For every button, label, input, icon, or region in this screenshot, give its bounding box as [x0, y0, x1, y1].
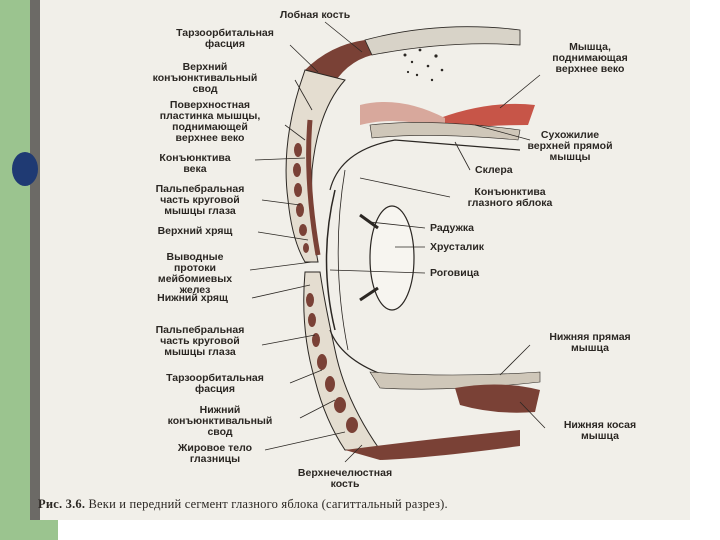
- upper-orbicularis-bundles: [293, 143, 309, 253]
- eyelid-sagittal-section-diagram: [249, 21, 546, 463]
- cornea-shape: [325, 189, 336, 331]
- maxilla-shape: [345, 430, 520, 460]
- label-eyelid-conjunctiva: Конъюнктива века: [159, 152, 231, 175]
- levator-muscle-shape: [440, 103, 535, 130]
- label-upper-margin: Верхний хрящ: [157, 225, 233, 237]
- iris-upper-shape: [359, 213, 379, 230]
- label-maxilla: Верхнечелюстная кость: [297, 467, 393, 490]
- label-levator-lamina: Поверхностная пластинка мышцы, поднимающ…: [159, 99, 261, 144]
- bone-texture: [403, 48, 444, 82]
- label-tarso-orbital-fascia-top: Тарзоорбитальная фасция: [176, 27, 274, 50]
- label-upper-conjunctival-fornix: Верхний конъюнктивальный свод: [152, 61, 258, 95]
- lower-eyelid-shape: [303, 271, 381, 451]
- label-meibomian-ducts: Выводные протоки мейбомиевых желез: [157, 251, 233, 296]
- lens-shape: [369, 205, 415, 311]
- label-palpebral-orbicularis-top: Пальпебральная часть круговой мышцы глаз…: [155, 183, 245, 217]
- label-tarso-orbital-fascia-bottom: Тарзоорбитальная фасция: [166, 372, 264, 395]
- label-frontal-bone: Лобная кость: [279, 9, 351, 21]
- label-sclera: Склера: [475, 164, 513, 176]
- label-lens: Хрусталик: [430, 241, 485, 253]
- label-bulbar-conjunctiva: Конъюнктива глазного яблока: [467, 186, 553, 209]
- label-cornea: Роговица: [430, 267, 480, 279]
- orbital-roof-shape: [364, 26, 521, 56]
- leader-lines: [249, 21, 546, 463]
- sclera-outline-top: [329, 139, 521, 191]
- label-lower-margin: Нижний хрящ: [157, 292, 228, 304]
- label-levator-muscle: Мышца, поднимающая верхнее веко: [552, 41, 628, 75]
- scan-edge-shadow: [30, 0, 40, 520]
- label-inferior-rectus: Нижняя прямая мышца: [549, 331, 631, 354]
- label-superior-rectus-tendon: Сухожилие верхней прямой мышцы: [527, 129, 613, 163]
- label-palpebral-orbicularis-bottom: Пальпебральная часть круговой мышцы глаз…: [155, 324, 245, 358]
- caption-prefix: Рис. 3.6.: [38, 497, 86, 511]
- label-orbital-fat: Жировое тело глазницы: [177, 442, 253, 465]
- anterior-chamber-line: [337, 169, 349, 351]
- iris-lower-shape: [359, 286, 379, 302]
- figure-caption: Рис. 3.6. Веки и передний сегмент глазно…: [38, 497, 448, 512]
- label-lower-conjunctival-fornix: Нижний конъюнктивальный свод: [167, 404, 273, 438]
- lower-orbicularis-bundles: [306, 293, 358, 433]
- inferior-oblique-shape: [455, 384, 540, 413]
- bullet-point: [12, 152, 38, 186]
- caption-text: Веки и передний сегмент глазного яблока …: [85, 497, 448, 511]
- upper-tarsus-shape: [306, 119, 321, 256]
- label-inferior-oblique: Нижняя косая мышца: [563, 419, 637, 442]
- label-iris: Радужка: [430, 222, 475, 234]
